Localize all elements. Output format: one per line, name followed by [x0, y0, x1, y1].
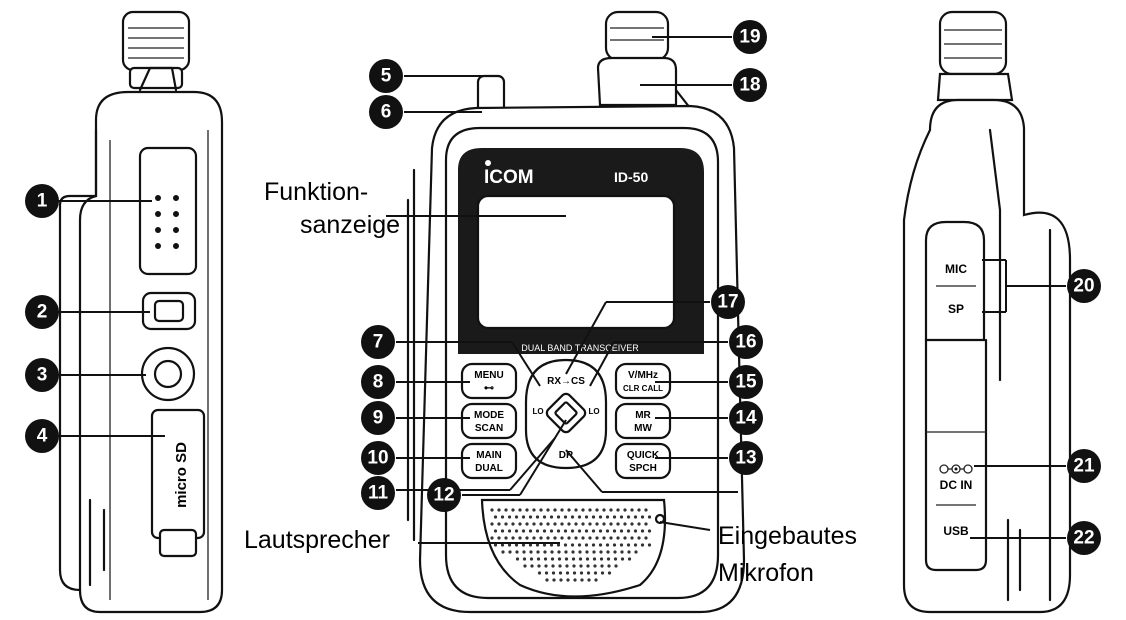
svg-text:9: 9: [373, 408, 384, 429]
callout-19: 19: [733, 20, 767, 54]
svg-text:15: 15: [735, 372, 757, 393]
right-side-view: MIC SP DC IN USB: [902, 10, 1072, 614]
left-antenna-top: [121, 10, 191, 72]
svg-text:DUAL: DUAL: [475, 463, 503, 474]
callout-11: 11: [361, 476, 395, 510]
callout-14: 14: [729, 401, 763, 435]
callout-21: 21: [1067, 449, 1101, 483]
svg-text:13: 13: [735, 448, 756, 469]
callout-20: 20: [1067, 269, 1101, 303]
callout-8: 8: [361, 365, 395, 399]
svg-text:MENU: MENU: [474, 370, 503, 381]
usb-label: USB: [943, 524, 969, 538]
dc-in-label: DC IN: [940, 478, 973, 492]
svg-text:RX→CS: RX→CS: [547, 376, 585, 387]
svg-text:17: 17: [717, 292, 738, 313]
callout-13: 13: [729, 441, 763, 475]
svg-text:5: 5: [381, 66, 392, 87]
callout-2: 2: [25, 295, 59, 329]
callout-4: 4: [25, 419, 59, 453]
key-mode-scan[interactable]: MODE SCAN: [460, 402, 518, 440]
svg-text:SCAN: SCAN: [475, 423, 503, 434]
key-main-dual[interactable]: MAIN DUAL: [460, 442, 518, 480]
callout-9: 9: [361, 401, 395, 435]
svg-text:QUICK: QUICK: [627, 450, 660, 461]
display-label-line1: Funktion-: [264, 178, 368, 206]
speaker-holes: [490, 508, 652, 582]
callout-10: 10: [361, 441, 395, 475]
svg-text:SPCH: SPCH: [629, 463, 657, 474]
callout-12: 12: [427, 478, 461, 512]
mic-sp-jack-cover[interactable]: [924, 220, 986, 342]
svg-text:8: 8: [373, 372, 384, 393]
left-side-view: micro SD: [58, 10, 224, 614]
display-label-line2: sanzeige: [300, 211, 400, 239]
svg-text:21: 21: [1073, 456, 1095, 477]
svg-text:MW: MW: [634, 423, 652, 434]
micro-sd-label: micro SD: [173, 442, 190, 508]
ptt-grip-dots: [155, 195, 179, 249]
mic-label-line1: Eingebautes: [718, 522, 857, 550]
callout-17: 17: [711, 285, 745, 319]
svg-text:16: 16: [735, 332, 756, 353]
d-pad[interactable]: RX→CS DR LO LO: [524, 358, 608, 470]
svg-text:4: 4: [37, 426, 48, 447]
speaker-label: Lautsprecher: [244, 526, 390, 554]
svg-text:20: 20: [1073, 276, 1094, 297]
svg-text:DR: DR: [559, 450, 574, 461]
key-menu[interactable]: MENU ⊷: [460, 362, 518, 400]
callout-18: 18: [733, 68, 767, 102]
model-name: ID-50: [614, 169, 648, 185]
dc-polarity-icon: [939, 464, 973, 474]
brand-logo: ICOM: [484, 167, 534, 188]
ptt-button[interactable]: [138, 146, 198, 276]
svg-text:⊷: ⊷: [484, 383, 494, 394]
callout-3: 3: [25, 358, 59, 392]
front-antenna-base: [596, 56, 678, 107]
svg-text:10: 10: [367, 448, 388, 469]
svg-text:LO: LO: [588, 407, 599, 416]
mic-jack-label: MIC: [945, 262, 967, 276]
svg-text:7: 7: [373, 332, 384, 353]
svg-text:V/MHz: V/MHz: [628, 370, 658, 381]
svg-text:6: 6: [381, 102, 392, 123]
svg-text:MR: MR: [635, 410, 651, 421]
svg-text:MAIN: MAIN: [476, 450, 502, 461]
svg-text:18: 18: [739, 75, 760, 96]
callout-badges: 1 2 3 4 5 6 7 8 9 10 11 12 13 14 15 16 1…: [25, 20, 1101, 555]
svg-text:LO: LO: [532, 407, 543, 416]
svg-text:22: 22: [1073, 528, 1094, 549]
callout-6: 6: [369, 95, 403, 129]
svg-text:12: 12: [433, 485, 454, 506]
svg-text:CLR CALL: CLR CALL: [623, 384, 663, 393]
svg-text:3: 3: [37, 365, 48, 386]
svg-text:2: 2: [37, 302, 48, 323]
svg-text:19: 19: [739, 27, 760, 48]
svg-text:MODE: MODE: [474, 410, 504, 421]
callout-1: 1: [25, 184, 59, 218]
svg-text:14: 14: [735, 408, 757, 429]
callout-15: 15: [729, 365, 763, 399]
svg-text:1: 1: [37, 191, 48, 212]
callout-7: 7: [361, 325, 395, 359]
callout-22: 22: [1067, 521, 1101, 555]
display-screen: [476, 194, 676, 330]
key-mr-mw[interactable]: MR MW: [614, 402, 672, 440]
right-antenna: [938, 10, 1008, 76]
key-quick-spch[interactable]: QUICK SPCH: [614, 442, 672, 480]
callout-16: 16: [729, 325, 763, 359]
front-view: ICOM ID-50 DUAL BAND TRANSCEIVER DUAL BA…: [406, 10, 746, 614]
callout-5: 5: [369, 59, 403, 93]
sp-jack-label: SP: [948, 302, 964, 316]
mic-label-line2: Mikrofon: [718, 559, 814, 587]
svg-text:11: 11: [368, 483, 389, 504]
